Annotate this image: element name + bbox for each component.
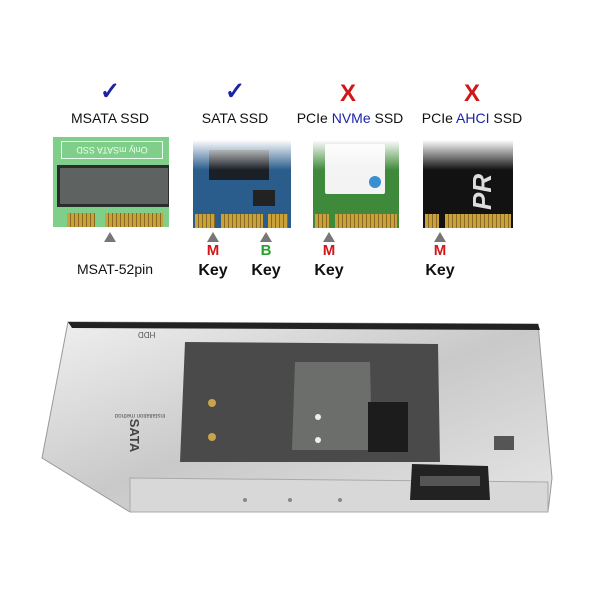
gold-pins xyxy=(195,214,215,228)
msata-title: MSATA SSD xyxy=(70,110,150,126)
gold-pins xyxy=(425,214,439,228)
screw-hole xyxy=(315,437,321,443)
title-part: PCIe xyxy=(421,110,457,126)
pointer-triangle-icon xyxy=(207,232,219,242)
install-label: Installation method xyxy=(115,412,166,418)
title-part: SSD xyxy=(489,110,523,126)
hdd-label: HDD xyxy=(138,330,156,339)
pointer-triangle-icon xyxy=(260,232,272,242)
gold-pins xyxy=(67,213,95,227)
caddy-top-edge xyxy=(68,322,540,330)
m-key-letter: M xyxy=(206,242,220,259)
check-icon: ✓ xyxy=(224,78,246,105)
check-icon: ✓ xyxy=(99,78,121,105)
gold-pins xyxy=(105,213,163,227)
screw-hole xyxy=(315,414,321,420)
hdd-icon xyxy=(494,436,514,450)
fade-overlay xyxy=(193,140,291,170)
title-part: SSD xyxy=(370,110,404,126)
m2-connector xyxy=(368,402,408,452)
gold-pins xyxy=(335,214,397,228)
nvme-title: PCIe NVMe SSD xyxy=(280,110,420,126)
msata-adapter-board: Only mSATA SSD xyxy=(53,137,169,227)
brand-stripe: PR xyxy=(467,173,497,210)
title-highlight: NVMe xyxy=(331,110,371,126)
gold-pins xyxy=(221,214,263,228)
hdd-caddy xyxy=(41,321,553,513)
key-label: Key xyxy=(314,262,344,279)
m-key-letter: M xyxy=(322,242,336,259)
sata-ssd-board xyxy=(193,140,291,228)
title-part: PCIe xyxy=(296,110,332,126)
pointer-triangle-icon xyxy=(104,232,116,242)
nvme-ssd-board xyxy=(313,140,399,228)
key-label: Key xyxy=(425,262,455,279)
gold-pins xyxy=(268,214,288,228)
msata-connector-label: MSAT-52pin xyxy=(77,261,153,277)
msata-slot xyxy=(57,165,169,207)
board-text: Only mSATA SSD xyxy=(61,141,163,159)
m2-slot-area xyxy=(292,362,372,450)
sticker-logo xyxy=(369,176,381,188)
fade-overlay xyxy=(313,140,399,170)
m-key-letter: M xyxy=(433,242,447,259)
cross-icon: X xyxy=(339,80,356,107)
standoff xyxy=(208,399,216,407)
ahci-ssd-board: PR xyxy=(423,140,513,228)
gold-pins xyxy=(315,214,329,228)
gold-pins xyxy=(445,214,511,228)
sata-port-pins xyxy=(420,476,480,486)
key-label: Key xyxy=(198,262,228,279)
title-highlight: AHCI xyxy=(456,110,490,126)
pointer-triangle-icon xyxy=(323,232,335,242)
ahci-title: PCIe AHCI SSD xyxy=(402,110,542,126)
sata-side-label: SATA xyxy=(127,418,143,453)
screw-hole xyxy=(288,498,292,502)
screw-hole xyxy=(243,498,247,502)
standoff xyxy=(208,433,216,441)
b-key-letter: B xyxy=(260,242,272,259)
sata-title: SATA SSD xyxy=(201,110,269,126)
key-label: Key xyxy=(251,262,281,279)
fade-overlay xyxy=(423,140,513,170)
chip xyxy=(253,190,275,206)
screw-hole xyxy=(338,498,342,502)
pointer-triangle-icon xyxy=(434,232,446,242)
cross-icon: X xyxy=(463,80,480,107)
